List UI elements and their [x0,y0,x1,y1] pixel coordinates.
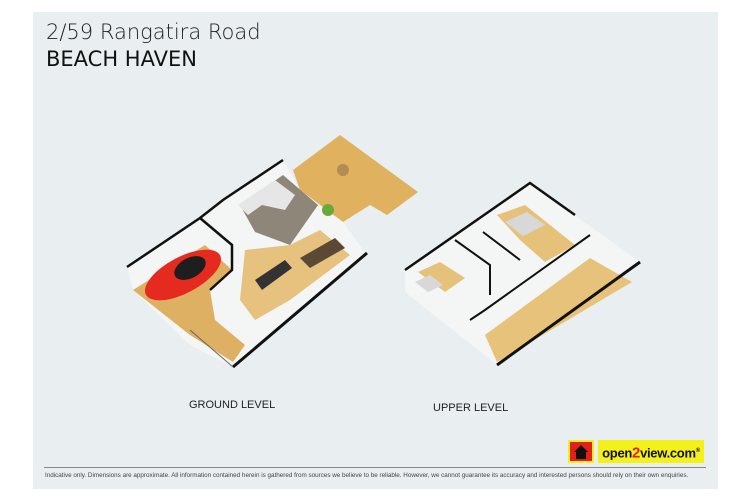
upper-back-wall [404,181,576,272]
kitchen-bench [255,260,292,290]
dining-table [300,238,345,268]
house-logo-icon [568,440,594,463]
logo-two: 2 [632,444,641,462]
bed1 [505,212,545,236]
upper-level-label: UPPER LEVEL [433,402,509,414]
bedroom2-floor [418,262,465,292]
logo-prefix: open [602,445,633,461]
lounge-wall [469,234,591,321]
plant [322,204,334,216]
footer-divider [44,467,706,468]
house-icon [574,445,588,459]
upper-walls-base [405,183,640,365]
ground-front-wall [232,251,368,369]
logo-registered: ® [695,448,700,454]
property-address: 2/59 Rangatira Road [46,20,261,44]
ground-level-plan [126,135,418,369]
hall-wall [482,231,521,261]
deck [293,135,418,222]
open2view-logo[interactable]: open2view.com® [598,440,704,463]
garage-inner-wall [199,217,234,291]
bathroom-wall [454,239,491,295]
logo-suffix: view.com [640,445,696,461]
car-roof [174,256,206,280]
lounge-floor [485,258,632,362]
disclaimer: Indicative only. Dimensions are approxim… [45,472,689,479]
car [144,249,222,301]
property-suburb: BEACH HAVEN [46,47,197,71]
upper-front-wall [496,260,641,367]
bed2 [415,275,443,292]
ground-back-wall [126,158,284,269]
upper-level-plan [404,181,641,367]
deck-table [337,164,349,176]
garage-edge [189,329,234,368]
sofa [238,180,295,215]
ground-level-label: GROUND LEVEL [189,399,276,411]
